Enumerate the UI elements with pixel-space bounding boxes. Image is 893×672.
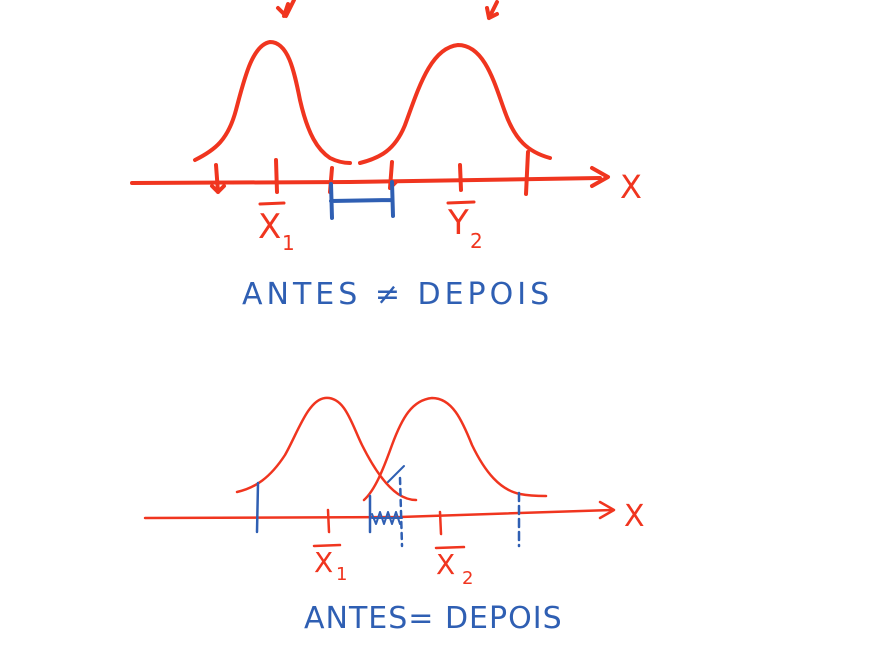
top-interval-bracket <box>329 180 395 220</box>
bottom-tick-curve1-left <box>255 481 260 534</box>
top-mean1-bar <box>258 201 286 206</box>
top-curve-2 <box>358 43 552 165</box>
top-x-axis-arrowhead <box>590 166 610 188</box>
top-tick-curve2-right <box>524 150 530 196</box>
top-curve-1 <box>193 40 352 165</box>
bottom-panel: X 1 X 2 X ANTES= DEPOIS <box>143 396 645 636</box>
bottom-tick-curve1-right <box>398 476 404 548</box>
top-arrow-left <box>276 0 296 18</box>
top-mean1-subscript: 1 <box>282 231 295 255</box>
bottom-mean2-bar <box>434 545 466 550</box>
top-x-axis <box>130 176 602 185</box>
bottom-curve-2 <box>362 396 548 502</box>
bottom-caption: ANTES= DEPOIS <box>304 601 563 636</box>
top-mean2-bar <box>446 200 476 205</box>
bottom-intersection-mark <box>387 465 405 483</box>
bottom-mean1-subscript: 1 <box>336 564 347 585</box>
bottom-mean1-bar <box>312 543 342 548</box>
bottom-overlap-hatch <box>371 511 403 525</box>
bottom-mean1-label: X <box>314 546 333 579</box>
top-mean2-subscript: 2 <box>470 229 483 253</box>
top-caption: ANTES ≠ DEPOIS <box>242 277 553 312</box>
bottom-curve-1 <box>235 396 418 502</box>
top-arrow-right <box>485 0 499 20</box>
bottom-axis-label: X <box>624 499 645 534</box>
top-mean2-label: Y <box>447 203 469 243</box>
bottom-mean2-label: X <box>436 548 455 581</box>
top-tick-mean2 <box>458 163 463 192</box>
bottom-x-axis-arrowhead <box>598 500 616 520</box>
bottom-tick-mean1 <box>326 508 331 534</box>
bottom-mean2-subscript: 2 <box>462 568 473 589</box>
top-mean1-label: X <box>258 207 281 247</box>
top-axis-label: X <box>620 168 642 206</box>
top-panel: X 1 Y 2 X ANTES ≠ DEPOIS <box>130 0 642 312</box>
top-tick-mean1 <box>274 158 279 194</box>
top-tick-curve1-left <box>210 163 226 194</box>
bottom-tick-mean2 <box>438 510 443 536</box>
